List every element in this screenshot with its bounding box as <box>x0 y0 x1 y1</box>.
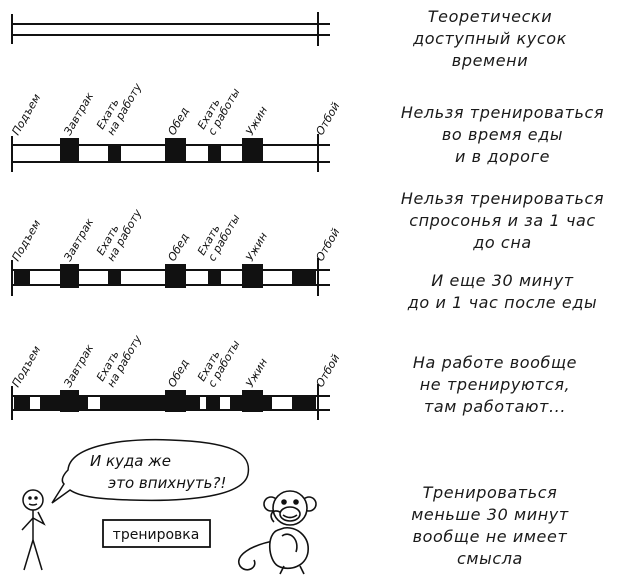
note-sleep-buffer: Нельзя тренироваться спросонья и за 1 ча… <box>400 189 605 252</box>
event-label-sleep: Отбой <box>313 226 342 263</box>
event-label-wake: Подъем <box>9 344 43 390</box>
note-min-duration: Тренироваться меньше 30 минут вообще не … <box>411 483 569 568</box>
speech-bubble: И куда же это впихнуть?! <box>51 438 250 504</box>
block-dinner <box>242 264 263 288</box>
training-box: тренировка <box>102 519 211 548</box>
event-label-to-work: Ехатьна работу <box>94 75 145 138</box>
event-label-sleep: Отбой <box>313 352 342 389</box>
event-label-lunch: Обед <box>165 231 191 263</box>
event-label-sleep: Отбой <box>313 100 342 137</box>
block-before-sleep <box>292 270 316 285</box>
block-breakfast <box>60 264 79 288</box>
event-label-to-work: Ехатьна работу <box>94 201 145 264</box>
block-dinner <box>242 138 263 163</box>
event-label-dinner: Ужин <box>243 104 270 137</box>
timeline-theoretical <box>11 12 330 46</box>
note-after-meal: И еще 30 минут до и 1 час после еды <box>407 271 598 312</box>
event-label-from-work: Ехатьс работы <box>195 332 243 390</box>
event-label-wake: Подъем <box>9 92 43 138</box>
block-breakfast <box>60 138 79 163</box>
stick-figure <box>21 489 46 571</box>
note-meals-travel: Нельзя тренироваться во время еды и в до… <box>400 103 605 166</box>
timeline-work-hours <box>11 384 330 420</box>
event-label-lunch: Обед <box>165 105 191 137</box>
note-work: На работе вообще не тренируются, там раб… <box>412 353 578 416</box>
event-label-breakfast: Завтрак <box>61 90 96 138</box>
event-label-to-work: Ехатьна работу <box>94 327 145 390</box>
block-from-work <box>208 145 221 162</box>
event-label-from-work: Ехатьс работы <box>195 206 243 264</box>
block-from-work <box>208 270 221 285</box>
timeline-meals-travel <box>11 134 330 172</box>
event-label-from-work: Ехатьс работы <box>195 80 243 138</box>
monkey-character <box>237 490 317 575</box>
speech-text: И куда же это впихнуть?! <box>90 452 226 492</box>
event-label-dinner: Ужин <box>243 356 270 389</box>
event-label-breakfast: Завтрак <box>61 216 96 264</box>
event-label-dinner: Ужин <box>243 230 270 263</box>
event-label-lunch: Обед <box>165 357 191 389</box>
event-label-breakfast: Завтрак <box>61 342 96 390</box>
note-theoretical-time: Теоретически доступный кусок времени <box>413 7 567 70</box>
svg-text:тренировка: тренировка <box>113 527 200 543</box>
block-lunch <box>165 264 186 288</box>
block-after-wake <box>14 270 30 285</box>
timeline-sleep-buffer <box>11 258 330 296</box>
event-label-wake: Подъем <box>9 218 43 264</box>
block-to-work <box>108 270 121 285</box>
block-lunch <box>165 138 186 163</box>
block-to-work <box>108 145 121 162</box>
